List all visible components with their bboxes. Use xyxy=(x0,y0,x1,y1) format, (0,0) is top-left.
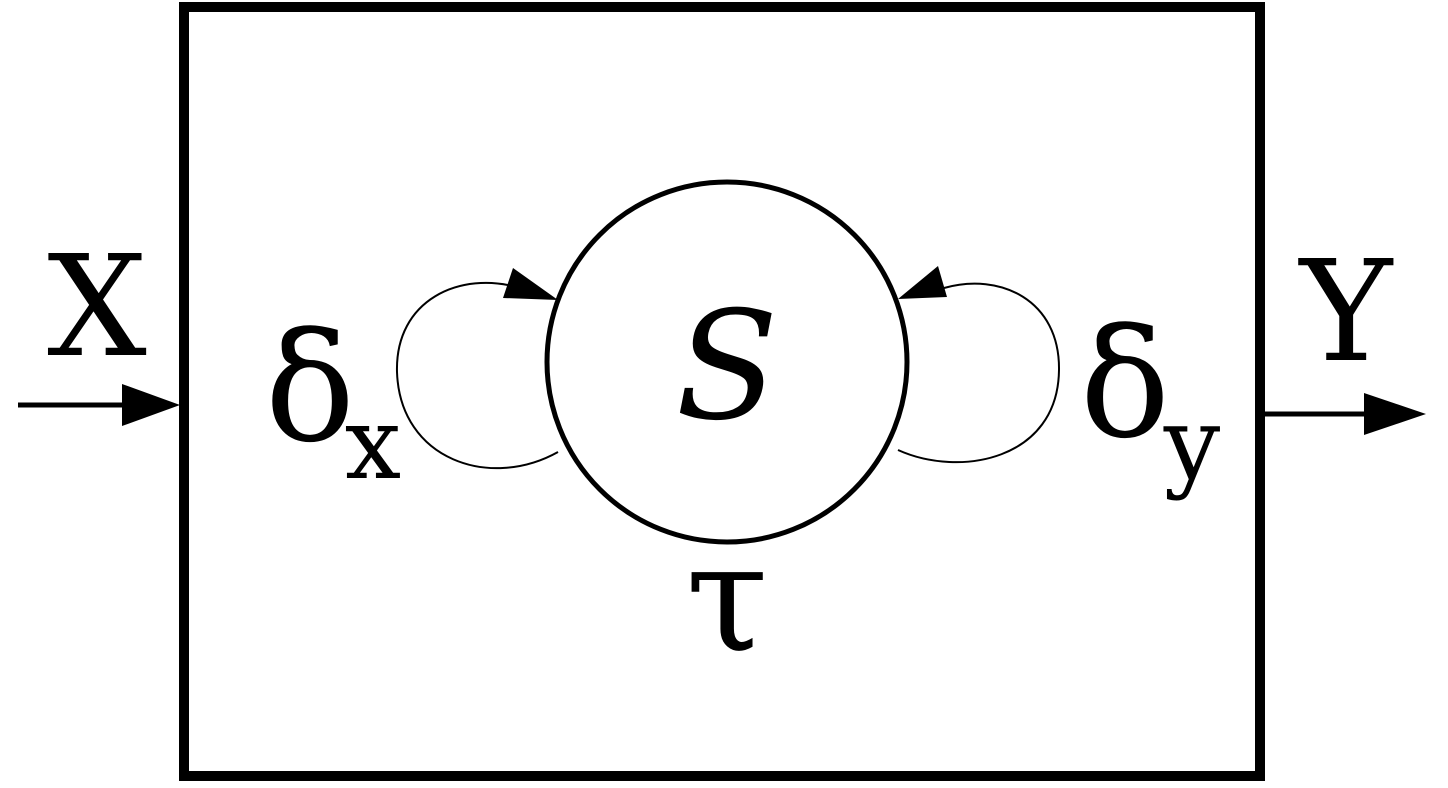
system-box xyxy=(179,2,1265,781)
tau-label: τ xyxy=(686,512,769,686)
state-circle xyxy=(544,179,910,545)
delta-y-label: δ y xyxy=(1080,298,1221,502)
delta-x-loop xyxy=(395,268,559,470)
output-label: Y xyxy=(1298,231,1394,394)
delta-y-subscript: y xyxy=(1163,385,1221,502)
input-label: X xyxy=(47,226,147,389)
input-arrow xyxy=(18,384,180,426)
delta-x-label: δ x xyxy=(265,302,401,502)
state-label: S xyxy=(676,280,779,454)
output-arrow xyxy=(1262,393,1426,435)
delta-x-symbol: δ xyxy=(265,302,355,476)
delta-y-loop xyxy=(897,266,1061,464)
delta-y-symbol: δ xyxy=(1080,298,1170,472)
delta-x-subscript: x xyxy=(345,385,401,502)
